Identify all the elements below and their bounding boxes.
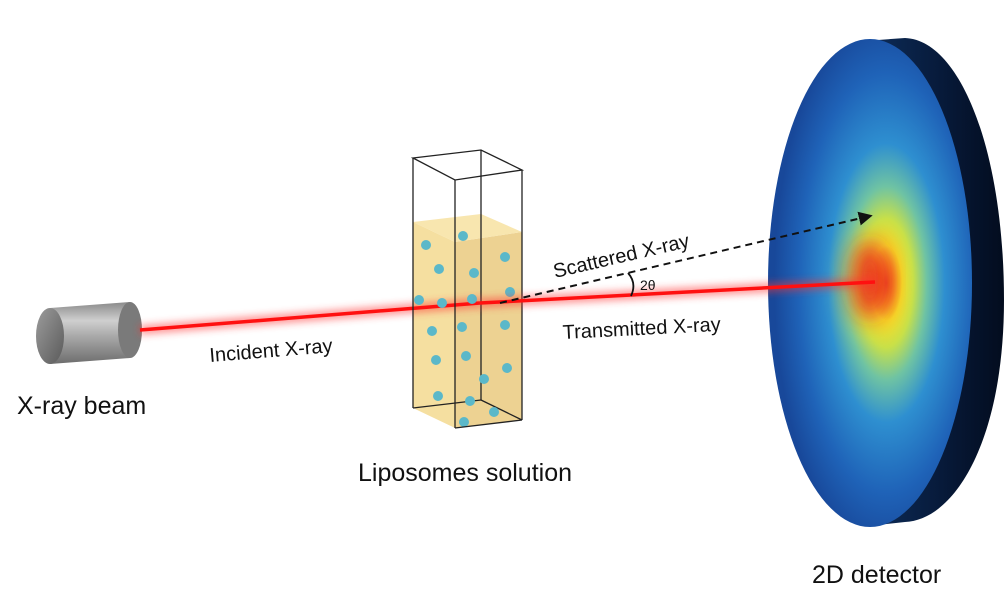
incident-xray-label: Incident X-ray	[209, 335, 334, 367]
scattered-ray-arrow	[499, 211, 873, 304]
two-theta-label: 2θ	[640, 277, 656, 293]
incident-beam	[139, 298, 481, 335]
xray-beam-label: X-ray beam	[17, 392, 146, 420]
transmitted-beam	[479, 277, 876, 308]
cuvette-front	[410, 149, 525, 429]
liposomes-solution-label: Liposomes solution	[358, 459, 572, 487]
detector-label: 2D detector	[812, 561, 941, 589]
scattering-angle-arc	[627, 272, 635, 297]
cuvette	[412, 150, 523, 428]
liposome-particles	[414, 231, 515, 427]
transmitted-xray-label: Transmitted X-ray	[562, 314, 721, 344]
xray-source	[36, 302, 142, 364]
